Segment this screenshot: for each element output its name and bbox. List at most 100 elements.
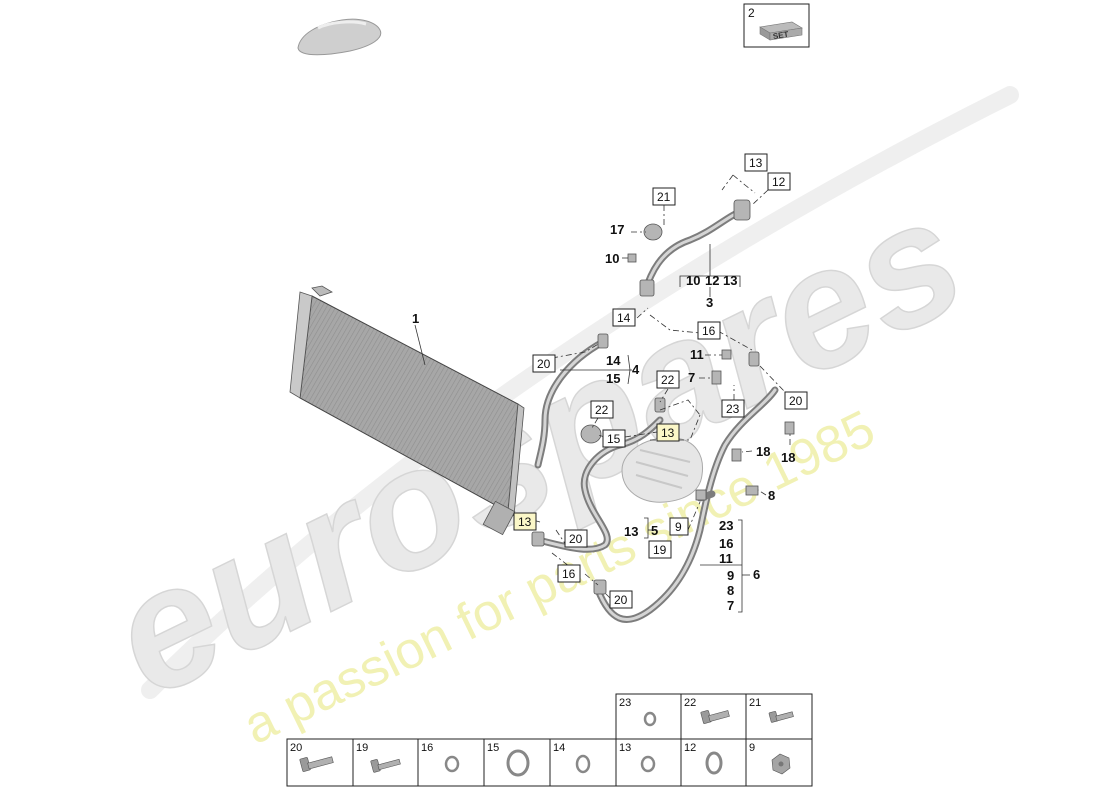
table-cell-label: 19 bbox=[356, 742, 368, 754]
callout-11: 11 bbox=[690, 347, 704, 362]
callout-18-left: 18 bbox=[756, 444, 770, 459]
table-cell-label: 16 bbox=[421, 742, 433, 754]
boxed-callout-13-compressor[interactable]: 13 bbox=[656, 423, 680, 442]
o-ring-small-icon bbox=[640, 755, 656, 773]
boxed-callout-9[interactable]: 9 bbox=[669, 517, 689, 536]
boxed-callout-text: 15 bbox=[607, 432, 621, 446]
callout-group6-11: 11 bbox=[719, 551, 733, 566]
boxed-callout-12[interactable]: 12 bbox=[767, 172, 791, 191]
set-package-icon: SET bbox=[759, 21, 803, 41]
boxed-callouts: 13 12 21 14 16 20 22 22 bbox=[513, 153, 808, 609]
boxed-callout-20-left[interactable]: 20 bbox=[532, 354, 556, 373]
callout-8: 8 bbox=[768, 488, 775, 503]
set-box-number: 2 bbox=[748, 6, 755, 20]
callout-group6-23: 23 bbox=[719, 518, 733, 533]
table-cell-label: 9 bbox=[749, 742, 755, 754]
part-11-icon bbox=[721, 349, 732, 360]
set-box[interactable]: 2 SET bbox=[743, 3, 810, 48]
nut-icon bbox=[771, 753, 791, 775]
table-cell-label: 23 bbox=[619, 697, 631, 709]
condenser[interactable] bbox=[289, 285, 525, 536]
boxed-callout-23[interactable]: 23 bbox=[721, 399, 745, 418]
boxed-callout-20-bottom[interactable]: 20 bbox=[609, 590, 633, 609]
bolt-icon bbox=[768, 711, 794, 723]
boxed-callout-text: 13 bbox=[749, 156, 763, 170]
bolt-icon bbox=[700, 710, 730, 724]
callout-1: 1 bbox=[412, 311, 419, 326]
callout-17: 17 bbox=[610, 222, 624, 237]
table-cell-label: 21 bbox=[749, 697, 761, 709]
boxed-callout-text: 13 bbox=[661, 426, 675, 440]
callout-10: 10 bbox=[605, 251, 619, 266]
boxed-callout-19[interactable]: 19 bbox=[648, 540, 672, 559]
boxed-callout-text: 14 bbox=[617, 311, 631, 325]
leader-lines bbox=[414, 174, 791, 613]
boxed-callout-16-upper[interactable]: 16 bbox=[697, 321, 721, 340]
boxed-callout-15[interactable]: 15 bbox=[602, 429, 626, 448]
boxed-callout-13-condenser[interactable]: 13 bbox=[513, 512, 537, 531]
callout-group6-7: 7 bbox=[727, 598, 734, 613]
compressor bbox=[621, 437, 704, 503]
fittings bbox=[531, 199, 795, 595]
o-ring-small-icon bbox=[575, 754, 591, 774]
boxed-callout-text: 13 bbox=[518, 515, 532, 529]
callout-group6-8: 8 bbox=[727, 583, 734, 598]
table-cell-label: 14 bbox=[553, 742, 565, 754]
callouts: 1 17 10 10 12 13 3 14 15 4 11 7 18 18 8 … bbox=[412, 222, 795, 613]
part-10-icon bbox=[627, 253, 637, 263]
callout-15: 15 bbox=[606, 371, 620, 386]
boxed-callout-20-mid[interactable]: 20 bbox=[564, 529, 588, 548]
boxed-callout-text: 16 bbox=[702, 324, 716, 338]
callout-7: 7 bbox=[688, 370, 695, 385]
table-cell-label: 20 bbox=[290, 742, 302, 754]
set-label: SET bbox=[772, 30, 789, 41]
table-cell-label: 13 bbox=[619, 742, 631, 754]
callout-group6-16: 16 bbox=[719, 536, 733, 551]
o-ring-small-icon bbox=[444, 755, 460, 773]
refrigerant-lines bbox=[534, 206, 779, 623]
boxed-callout-14[interactable]: 14 bbox=[612, 308, 636, 327]
callout-4: 4 bbox=[632, 362, 640, 377]
boxed-callout-text: 20 bbox=[537, 357, 551, 371]
boxed-callout-text: 20 bbox=[789, 394, 803, 408]
part-8-icon bbox=[745, 485, 759, 496]
parts-table: 23 22 21 20 19 16 15 14 13 12 9 bbox=[286, 693, 813, 787]
boxed-callout-22-upper[interactable]: 22 bbox=[656, 370, 680, 389]
part-18-left-icon bbox=[731, 448, 742, 462]
part-17-icon bbox=[643, 223, 663, 241]
callout-6: 6 bbox=[753, 567, 760, 582]
part-22-bracket-icon bbox=[580, 424, 602, 444]
vehicle-silhouette-icon bbox=[297, 18, 382, 56]
callout-group3-12: 12 bbox=[705, 273, 719, 288]
boxed-callout-text: 23 bbox=[726, 402, 740, 416]
bolt-icon bbox=[370, 758, 401, 773]
boxed-callout-text: 21 bbox=[657, 190, 671, 204]
table-cell-label: 15 bbox=[487, 742, 499, 754]
boxed-callout-20-right[interactable]: 20 bbox=[784, 391, 808, 410]
o-ring-large-icon bbox=[705, 751, 723, 775]
boxed-callout-text: 22 bbox=[595, 403, 609, 417]
o-ring-large-icon bbox=[506, 749, 530, 777]
boxed-callout-21[interactable]: 21 bbox=[652, 187, 676, 206]
o-ring-small-icon bbox=[643, 711, 657, 727]
callout-18-right: 18 bbox=[781, 450, 795, 465]
callout-13-hose: 13 bbox=[624, 524, 638, 539]
table-cell-label: 22 bbox=[684, 697, 696, 709]
boxed-callout-text: 22 bbox=[661, 373, 675, 387]
boxed-callout-text: 9 bbox=[675, 520, 682, 534]
boxed-callout-13-top[interactable]: 13 bbox=[744, 153, 768, 172]
callout-5: 5 bbox=[651, 523, 658, 538]
boxed-callout-16-lower[interactable]: 16 bbox=[557, 564, 581, 583]
boxed-callout-text: 19 bbox=[653, 543, 667, 557]
callout-group3-10: 10 bbox=[686, 273, 700, 288]
part-18-right-icon bbox=[784, 421, 795, 435]
callout-group6-9: 9 bbox=[727, 568, 734, 583]
callout-14: 14 bbox=[606, 353, 621, 368]
part-7-icon bbox=[711, 370, 722, 385]
boxed-callout-text: 16 bbox=[562, 567, 576, 581]
table-cell-label: 12 bbox=[684, 742, 696, 754]
boxed-callout-22-lower[interactable]: 22 bbox=[590, 400, 614, 419]
callout-3: 3 bbox=[706, 295, 713, 310]
boxed-callout-text: 20 bbox=[569, 532, 583, 546]
